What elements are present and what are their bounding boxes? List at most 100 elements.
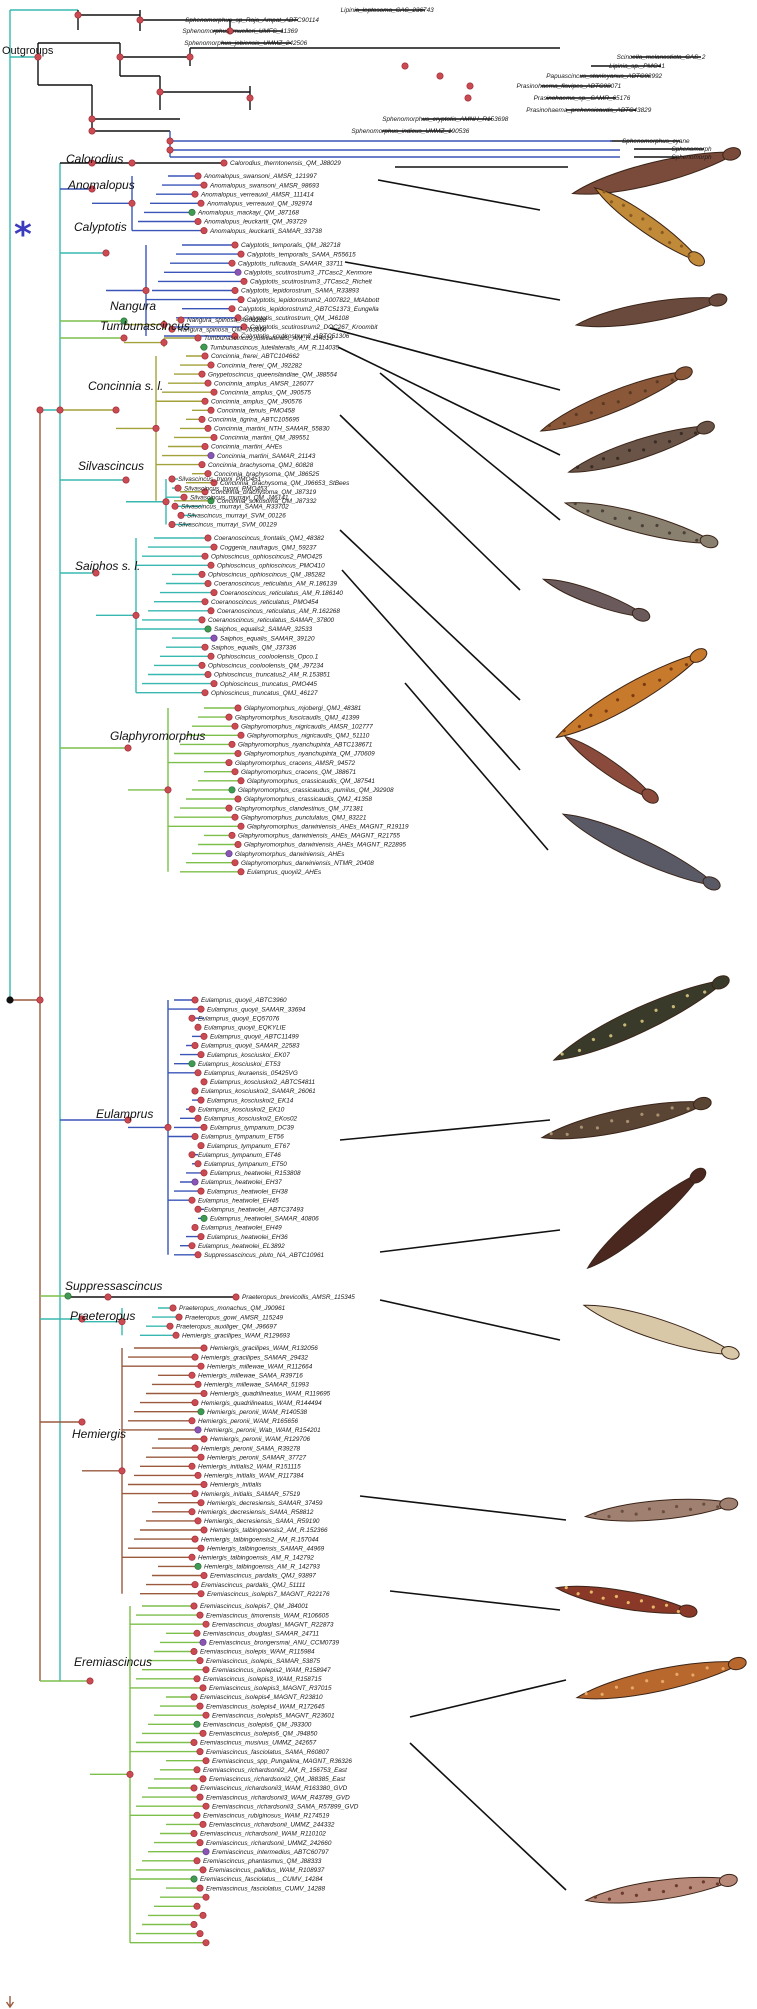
tip-label: Eulamprus_kosciuskoi2_EK14 bbox=[207, 1097, 294, 1104]
node-marker bbox=[129, 200, 135, 206]
node-marker bbox=[205, 425, 211, 431]
node-marker bbox=[197, 1657, 203, 1663]
node-marker bbox=[175, 485, 181, 491]
node-marker bbox=[198, 1188, 204, 1194]
node-marker bbox=[238, 869, 244, 875]
node-marker bbox=[194, 1812, 200, 1818]
node-marker bbox=[202, 553, 208, 559]
tip-label: Ophioscincus_ophioscincus_PMO410 bbox=[217, 563, 325, 570]
lizard-photo bbox=[540, 1091, 714, 1148]
tip-label: Nangura_spinosa_A006288 bbox=[187, 317, 267, 324]
node-marker bbox=[198, 1363, 204, 1369]
node-marker bbox=[189, 1152, 195, 1158]
node-marker bbox=[192, 1536, 198, 1542]
node-marker bbox=[195, 335, 201, 341]
tip-label: Eulamprus_leuraensis_05425VG bbox=[204, 1070, 298, 1077]
tip-label: Hemiergis_talbingoensis_SAMAR_44969 bbox=[207, 1545, 325, 1552]
lizard-photos bbox=[537, 141, 748, 1910]
tip-label: Hemiergis_gracilipes_SAMAR_29432 bbox=[201, 1354, 308, 1361]
tip-label: Hemiergis_initialis2_WAM_R151115 bbox=[198, 1464, 301, 1471]
node-marker bbox=[167, 138, 173, 144]
tip-label: Eremiascincus_intermedius_ABTC60797 bbox=[212, 1849, 329, 1856]
tip-label: Eremiascincus_douglasi_SAMAR_24711 bbox=[203, 1631, 319, 1638]
photo-leader-line bbox=[380, 1230, 560, 1252]
node-marker bbox=[205, 535, 211, 541]
node-marker bbox=[198, 1591, 204, 1597]
node-marker bbox=[201, 1345, 207, 1351]
tip-label: Concinnia_martini_NTH_SAMAR_55830 bbox=[214, 426, 330, 433]
tip-label: Suppressascincus_pluto_NA_ABTC10961 bbox=[204, 1252, 325, 1259]
node-marker bbox=[187, 54, 193, 60]
node-marker bbox=[201, 227, 207, 233]
tip-label: Eulamprus_kosciuskoi_EK07 bbox=[207, 1052, 290, 1059]
node-marker bbox=[194, 1630, 200, 1636]
tip-label: Eulamprus_kosciuskoi_ET53 bbox=[198, 1061, 281, 1068]
tip-label: Eulamprus_kosciuskoi2_SAMAR_26061 bbox=[201, 1088, 316, 1095]
tip-label: Eulamprus_tympanum_ET56 bbox=[201, 1134, 284, 1141]
node-marker bbox=[197, 1885, 203, 1891]
tip-label: Saiphos_equalis_SAMAR_39120 bbox=[220, 635, 315, 642]
tip-label: Anomalopus_leuckartii_QM_J93729 bbox=[203, 219, 307, 226]
tip-label: Hemiergis_peronii_WAM_R165656 bbox=[198, 1418, 298, 1425]
clade-label: Nangura bbox=[110, 299, 156, 313]
node-marker bbox=[195, 1252, 201, 1258]
node-marker bbox=[195, 218, 201, 224]
node-marker bbox=[198, 1051, 204, 1057]
node-marker bbox=[191, 1694, 197, 1700]
tip-label: Coeranoscincus_reticulatus_AM_R.162268 bbox=[217, 608, 340, 615]
tip-label: Silvascincus_murrayi_SVM_00126 bbox=[187, 513, 286, 520]
tip-label: Ophioscincus_truncatus_PMO445 bbox=[220, 681, 317, 688]
node-marker bbox=[200, 1776, 206, 1782]
tip-label: Hemiergis_millewae_WAM_R112664 bbox=[207, 1363, 313, 1370]
tip-label: Eremiascincus_richardsonii_WAM_R110102 bbox=[200, 1831, 326, 1838]
tip-label: Ophioscincus_ophioscincus2_PMO425 bbox=[211, 553, 323, 560]
node-marker bbox=[201, 182, 207, 188]
tip-label: Sphenomorph bbox=[671, 146, 712, 153]
tip-label: Saiphos_equalis2_SAMAR_32533 bbox=[214, 626, 313, 633]
down-arrow-icon bbox=[7, 1996, 14, 2007]
clade-label: Concinnia s. l. bbox=[88, 379, 163, 393]
tip-label: Praeteropus_auxiliger_QM_J96697 bbox=[176, 1323, 277, 1330]
photo-leader-line bbox=[330, 328, 560, 390]
node-marker bbox=[189, 1197, 195, 1203]
node-marker bbox=[123, 477, 129, 483]
tip-label: Gnypetoscincus_queenslandiae_QM_J88554 bbox=[208, 371, 337, 378]
node-marker bbox=[226, 805, 232, 811]
node-marker bbox=[238, 823, 244, 829]
node-marker bbox=[105, 1294, 111, 1300]
node-marker bbox=[203, 1940, 209, 1946]
tip-label: Glaphyromorphus_darwiniensis_AHEs bbox=[235, 851, 345, 858]
node-marker bbox=[194, 1721, 200, 1727]
node-marker bbox=[191, 1739, 197, 1745]
node-marker bbox=[176, 1314, 182, 1320]
node-marker bbox=[238, 251, 244, 257]
node-marker bbox=[192, 191, 198, 197]
node-marker bbox=[201, 1215, 207, 1221]
node-marker bbox=[201, 1436, 207, 1442]
tip-label: Glaphyromorphus_fuscicaudis_QMJ_41399 bbox=[235, 714, 360, 721]
tip-label: Sphenomorph bbox=[671, 154, 712, 161]
tip-label: Anomalopus_mackayi_QM_J87168 bbox=[197, 210, 299, 217]
clade-label: Anomalopus bbox=[67, 178, 135, 192]
lizard-photo bbox=[558, 804, 724, 897]
tip-label: Eulamprus_quoyii2_AHEs bbox=[247, 869, 322, 876]
node-marker bbox=[238, 732, 244, 738]
clade-label: Hemiergis bbox=[72, 1427, 126, 1441]
node-marker bbox=[198, 1142, 204, 1148]
node-marker bbox=[202, 644, 208, 650]
tip-label: Calyptotis_scutirostrum3_JTCasc2_Kenmore bbox=[244, 270, 373, 277]
node-marker bbox=[37, 997, 43, 1003]
tip-label: Concinnia_amplus_AMSR_126077 bbox=[214, 380, 314, 387]
node-marker bbox=[191, 1830, 197, 1836]
node-marker bbox=[192, 1088, 198, 1094]
tip-label: Silvascincus_murrayi_SAMA_R33702 bbox=[181, 504, 289, 511]
tip-label: Eulamprus_heatwolei_EH49 bbox=[201, 1225, 282, 1232]
clade-label: Calyptotis bbox=[74, 220, 127, 234]
tip-label: Nangura_spinosa_QM_J63856 bbox=[178, 326, 267, 333]
node-marker bbox=[143, 287, 149, 293]
node-marker bbox=[200, 1639, 206, 1645]
node-marker bbox=[192, 1179, 198, 1185]
node-marker bbox=[211, 434, 217, 440]
tip-label: Hemiergis_peronii_WAM_R140538 bbox=[207, 1409, 307, 1416]
node-marker bbox=[208, 452, 214, 458]
